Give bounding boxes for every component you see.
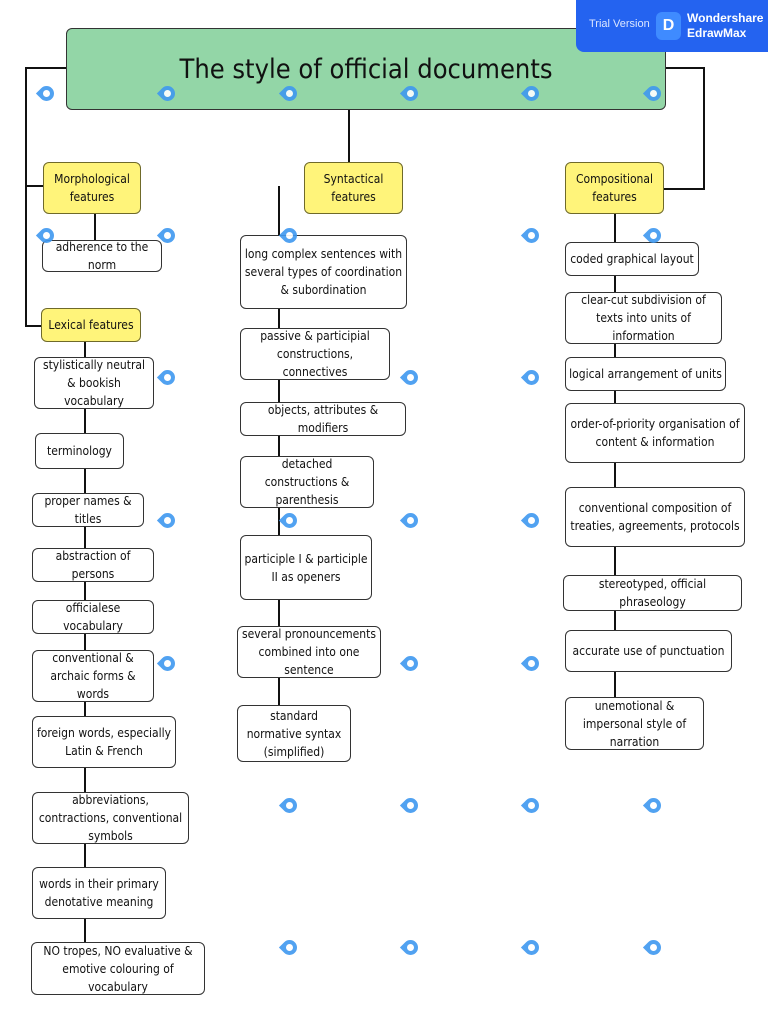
- trial-version-label: Trial Version: [589, 18, 650, 30]
- syntactical-item: participle I & participle II as openers: [240, 535, 372, 600]
- edrawmax-logo-icon: D: [656, 12, 681, 40]
- syntactical-item: long complex sentences with several type…: [240, 235, 407, 309]
- syntactical-item: objects, attributes & modifiers: [240, 402, 406, 436]
- syntactical-item: passive & participial constructions, con…: [240, 328, 390, 380]
- syntactical-item: detached constructions & parenthesis: [240, 456, 374, 508]
- syntactical-item: several pronouncements combined into one…: [237, 626, 381, 678]
- lexical-item: conventional & archaic forms & words: [32, 650, 154, 702]
- lexical-item: abbreviations, contractions, conventiona…: [32, 792, 189, 844]
- category-compositional: Compositional features: [565, 162, 664, 214]
- compositional-item: unemotional & impersonal style of narrat…: [565, 697, 704, 750]
- compositional-item: coded graphical layout: [565, 242, 699, 276]
- product-name: EdrawMax: [687, 26, 747, 40]
- lexical-item: abstraction of persons: [32, 548, 154, 582]
- compositional-item: clear-cut subdivision of texts into unit…: [565, 292, 722, 344]
- lexical-item: proper names & titles: [32, 493, 144, 527]
- lexical-item: NO tropes, NO evaluative & emotive colou…: [31, 942, 205, 995]
- compositional-item: stereotyped, official phraseology: [563, 575, 742, 611]
- compositional-item: order-of-priority organisation of conten…: [565, 403, 745, 463]
- lexical-item: officialese vocabulary: [32, 600, 154, 634]
- syntactical-item: standard normative syntax (simplified): [237, 705, 351, 762]
- category-morphological: Morphological features: [43, 162, 141, 214]
- compositional-item: accurate use of punctuation: [565, 630, 732, 672]
- category-syntactical: Syntactical features: [304, 162, 403, 214]
- lexical-item: stylistically neutral & bookish vocabula…: [34, 357, 154, 409]
- morphological-item: adherence to the norm: [42, 240, 162, 272]
- category-lexical: Lexical features: [41, 308, 141, 342]
- lexical-item: terminology: [35, 433, 124, 469]
- compositional-item: conventional composition of treaties, ag…: [565, 487, 745, 547]
- compositional-item: logical arrangement of units: [565, 357, 726, 391]
- lexical-item: foreign words, especially Latin & French: [32, 716, 176, 768]
- trial-version-badge: Trial Version D Wondershare EdrawMax: [576, 0, 768, 52]
- lexical-item: words in their primary denotative meanin…: [32, 867, 166, 919]
- brand-name: Wondershare: [687, 11, 764, 25]
